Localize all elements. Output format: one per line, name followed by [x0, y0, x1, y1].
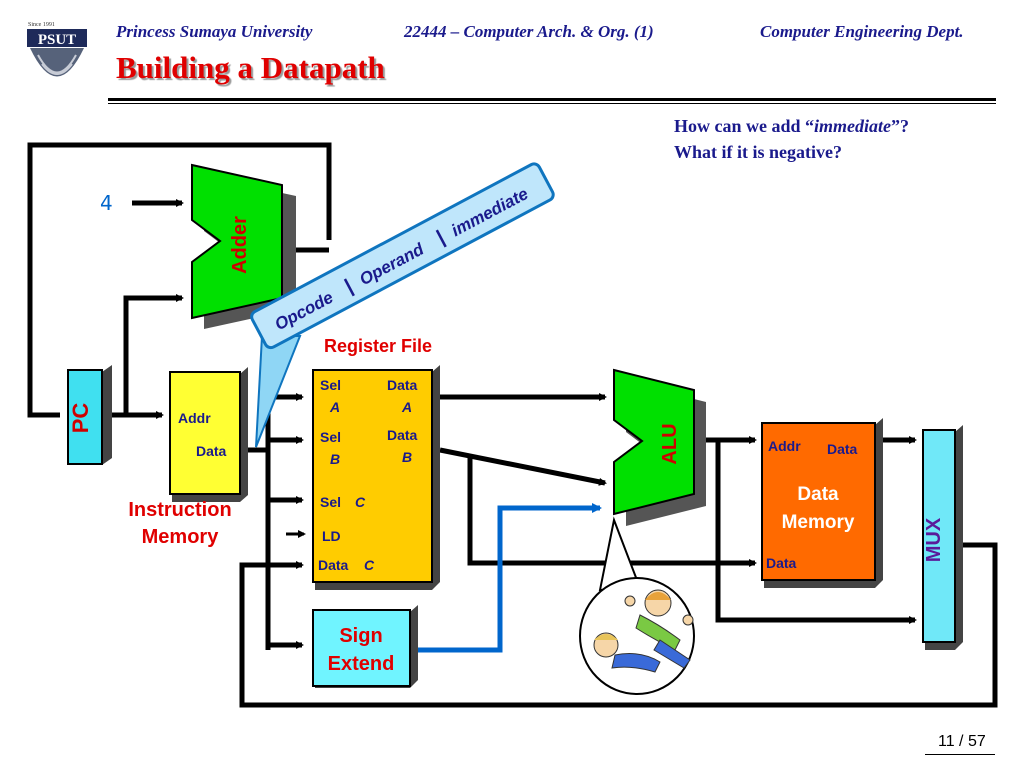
- header-department: Computer Engineering Dept.: [760, 22, 964, 41]
- alu-unit: ALU: [613, 368, 706, 526]
- mux-label: MUX: [923, 517, 945, 562]
- psut-logo: Since 1991 PSUT: [27, 22, 87, 77]
- mux-unit: MUX: [922, 425, 963, 650]
- pc-register: PC: [67, 365, 112, 465]
- dmem-addr-label: Addr: [768, 438, 801, 454]
- rf-data-c-letter: C: [364, 557, 375, 573]
- adder-label: Adder: [229, 216, 251, 274]
- sign-extend-line1: Sign: [339, 625, 382, 647]
- rf-sel-c-letter: C: [355, 494, 366, 510]
- register-file-title: Register File: [324, 336, 432, 356]
- rf-data-c: Data: [318, 557, 349, 573]
- rf-sel-b-letter: B: [330, 451, 340, 467]
- wire-data-b-to-dmem: [467, 456, 757, 567]
- dmem-title-line1: Data: [797, 484, 839, 505]
- alu-label: ALU: [659, 423, 681, 464]
- wire-sign-extend-to-alu: [410, 503, 602, 653]
- constant-four: 4: [100, 191, 113, 215]
- rf-data-b-letter: B: [402, 449, 412, 465]
- data-memory: Addr Data Data Memory Data: [761, 418, 883, 588]
- imem-title-line1: Instruction: [128, 499, 231, 521]
- imem-title-line2: Memory: [142, 526, 220, 548]
- dmem-title-line2: Memory: [782, 512, 855, 533]
- rf-data-a-letter: A: [401, 399, 412, 415]
- wire-alu-to-mux: [715, 440, 917, 624]
- rf-sel-a-letter: A: [329, 399, 340, 415]
- instruction-callout-pointer: [255, 335, 302, 448]
- wire-pc-to-adder: [123, 294, 184, 415]
- rf-sel-c: Sel: [320, 494, 341, 510]
- dmem-data-in-label: Data: [766, 555, 797, 571]
- rf-sel-a: Sel: [320, 377, 341, 393]
- imem-addr-label: Addr: [178, 410, 211, 426]
- instruction-memory: Addr Data Instruction Memory: [128, 367, 248, 548]
- wires: [27, 142, 998, 708]
- wire-adder-to-pc: [27, 142, 332, 418]
- wrestling-kids-illustration: [579, 516, 695, 695]
- title-rule: [108, 98, 996, 101]
- pc-label: PC: [68, 403, 93, 434]
- sign-extend-line2: Extend: [328, 653, 395, 675]
- adder-unit: Adder: [191, 163, 296, 329]
- sign-extend-unit: Sign Extend: [312, 605, 418, 688]
- dmem-data-out-label: Data: [827, 441, 858, 457]
- rf-sel-b: Sel: [320, 429, 341, 445]
- rf-ld: LD: [322, 528, 341, 544]
- question-text: How can we add “immediate”? What if it i…: [674, 116, 909, 162]
- page-number-underline: [925, 754, 995, 755]
- slide-title: Building a Datapath: [116, 50, 385, 85]
- title-rule-thin: [108, 103, 996, 104]
- rf-data-b: Data: [387, 427, 418, 443]
- page-number: 11 / 57: [938, 733, 986, 750]
- rf-data-a: Data: [387, 377, 418, 393]
- header-course: 22444 – Computer Arch. & Org. (1): [404, 22, 654, 41]
- register-file: Register File Sel A Data A Sel B Data B …: [312, 336, 440, 590]
- logo-since: Since 1991: [28, 22, 55, 28]
- wire-data-b-to-alu: [439, 447, 607, 486]
- header-university: Princess Sumaya University: [116, 22, 313, 41]
- imem-data-label: Data: [196, 443, 227, 459]
- logo-acronym: PSUT: [38, 32, 76, 48]
